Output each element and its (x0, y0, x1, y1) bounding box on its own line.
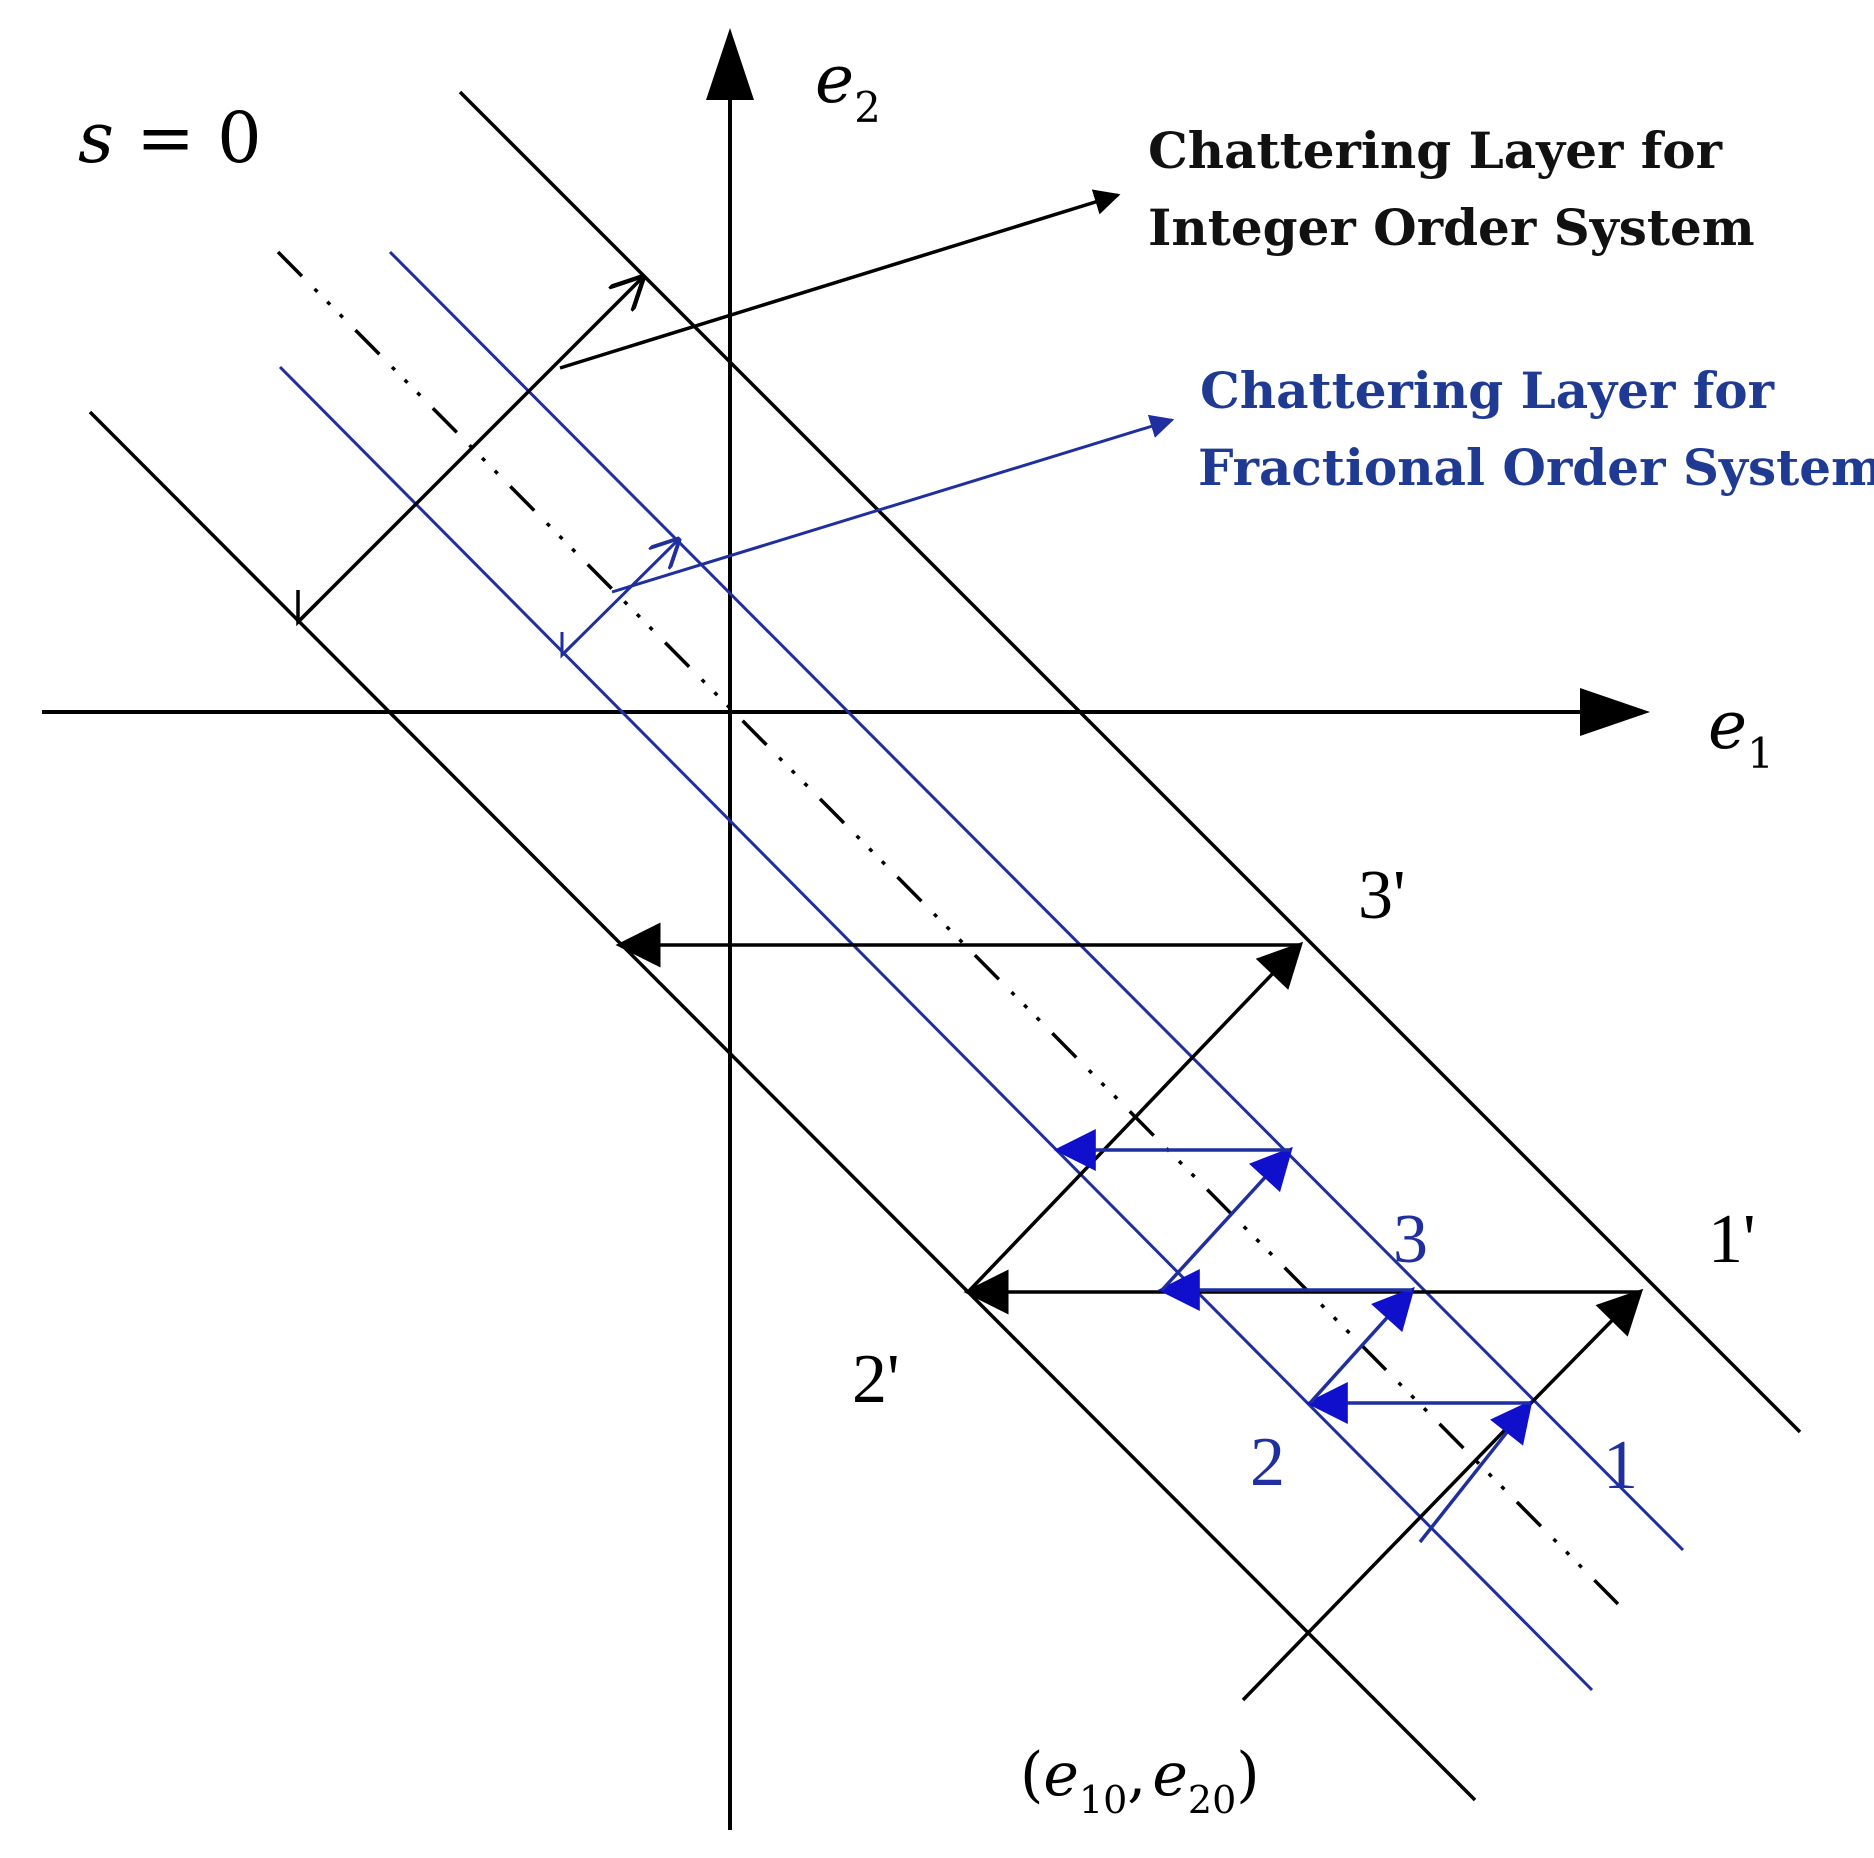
fractional-layer-legend-line1: Chattering Layer for (1200, 361, 1775, 420)
axes (42, 28, 1650, 1830)
fractional-lower-boundary (278, 365, 1594, 1692)
integer-step-2prime-to-3prime (966, 941, 1304, 1294)
integer-legend-pointer (559, 189, 1121, 370)
integer-layer-boundaries (88, 90, 1802, 1802)
integer-step-to-1prime (1530, 1288, 1644, 1404)
e1-axis-label: e1 (1708, 687, 1774, 778)
point-label-3prime: 3' (1358, 857, 1406, 934)
point-label-1prime: 1' (1708, 1201, 1756, 1278)
fractional-layer-legend-line2: Fractional Order System (1198, 438, 1874, 497)
e1-axis-arrowhead (1580, 688, 1650, 736)
e2-axis-arrowhead (706, 28, 754, 100)
integer-layer-legend-line2: Integer Order System (1148, 198, 1755, 257)
e2-axis-label: e2 (815, 41, 881, 132)
initial-point-label: (e10,e20) (1020, 1740, 1260, 1822)
integer-trajectory (615, 922, 1644, 1404)
point-label-1: 1 (1603, 1427, 1638, 1504)
fractional-step-up (1160, 1146, 1293, 1292)
fractional-layer-boundaries (278, 250, 1685, 1692)
sliding-surface-label: s = 0 (78, 97, 262, 179)
integer-width-indicator (296, 278, 642, 627)
integer-upper-boundary (458, 90, 1802, 1434)
point-label-2: 2 (1250, 1424, 1285, 1501)
integer-lower-boundary (88, 410, 1477, 1802)
initial-trajectory-line (1241, 1400, 1534, 1702)
fractional-upper-boundary (388, 250, 1685, 1552)
point-label-3: 3 (1393, 1201, 1428, 1278)
fractional-trajectory (1053, 1129, 1533, 1544)
fractional-step-to-1 (1418, 1399, 1533, 1544)
sliding-surface-line (276, 250, 1620, 1606)
fractional-width-indicator (560, 540, 678, 659)
fractional-legend-pointer (611, 414, 1175, 594)
fractional-step-2-to-3 (1308, 1286, 1415, 1405)
integer-layer-legend-line1: Chattering Layer for (1148, 121, 1723, 180)
point-label-2prime: 2' (852, 1341, 900, 1418)
